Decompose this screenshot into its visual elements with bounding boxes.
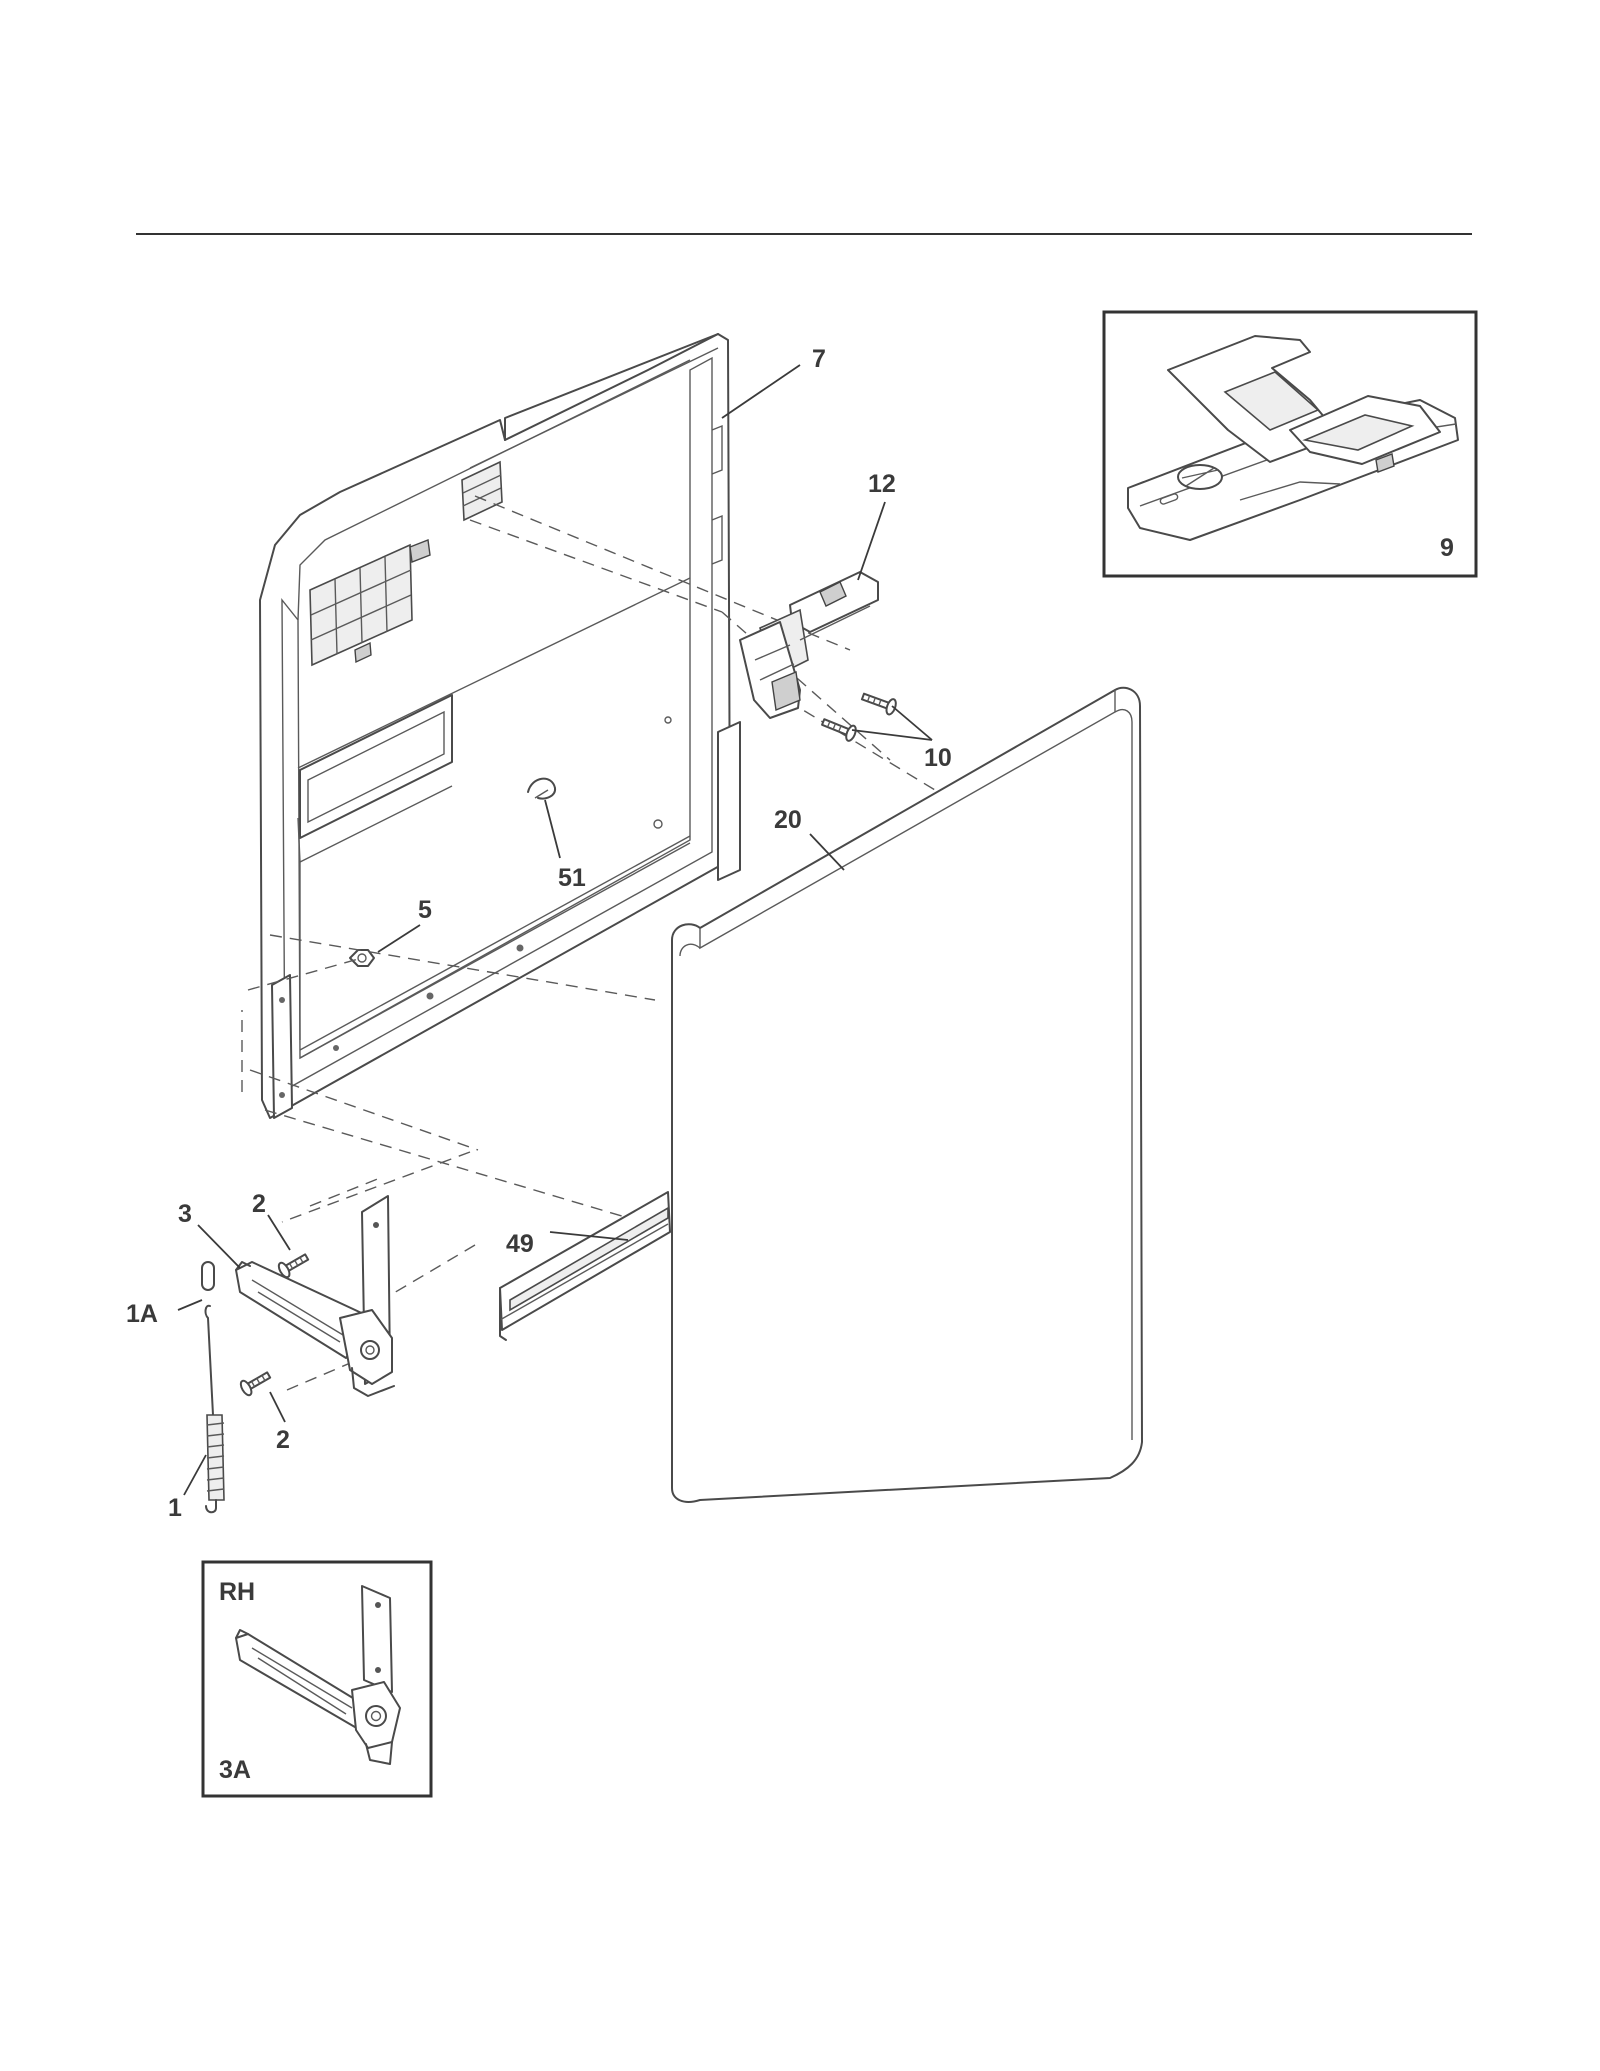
- callout-51: 51: [558, 864, 586, 892]
- hook-part-51: [527, 777, 557, 800]
- screws-part-2: [239, 1253, 310, 1397]
- inset-label-3a: 3A: [219, 1756, 251, 1784]
- vent-grille: [309, 539, 431, 667]
- door-spring-part-1: [204, 1304, 225, 1514]
- screws-part-10: [821, 692, 897, 742]
- callout-1: 1: [168, 1494, 182, 1522]
- callout-5: 5: [418, 896, 432, 924]
- outer-door-panel: [671, 686, 1143, 1503]
- assembly-lines: [241, 495, 936, 1391]
- callout-3: 3: [178, 1200, 192, 1228]
- bottom-trim-part-49: [499, 1191, 671, 1341]
- dispenser-opening: [299, 694, 453, 839]
- callout-2-upper: 2: [252, 1190, 266, 1218]
- callout-9: 9: [1440, 534, 1454, 562]
- callout-7: 7: [812, 345, 826, 373]
- cable-clip-part-1a: [201, 1261, 215, 1291]
- hinge-arm-part-3: [235, 1195, 395, 1397]
- detergent-dispenser-part-9: [1127, 335, 1459, 541]
- callout-49: 49: [506, 1230, 534, 1258]
- callout-2-lower: 2: [276, 1426, 290, 1454]
- inner-door-panel: [259, 333, 741, 1119]
- callout-10: 10: [924, 744, 952, 772]
- inset-rh-hinge-box: RH 3A: [201, 1560, 433, 1798]
- callout-leaders: [177, 364, 933, 1496]
- callout-1a: 1A: [126, 1300, 158, 1328]
- rh-hinge-arm-part-3a: [235, 1585, 401, 1765]
- inset-label-rh: RH: [219, 1578, 255, 1606]
- inset-dispenser-box: 9: [1102, 310, 1478, 578]
- callout-12: 12: [868, 470, 896, 498]
- nut-part-5: [349, 949, 375, 967]
- callout-20: 20: [774, 806, 802, 834]
- door-latch-part-12: [739, 571, 879, 719]
